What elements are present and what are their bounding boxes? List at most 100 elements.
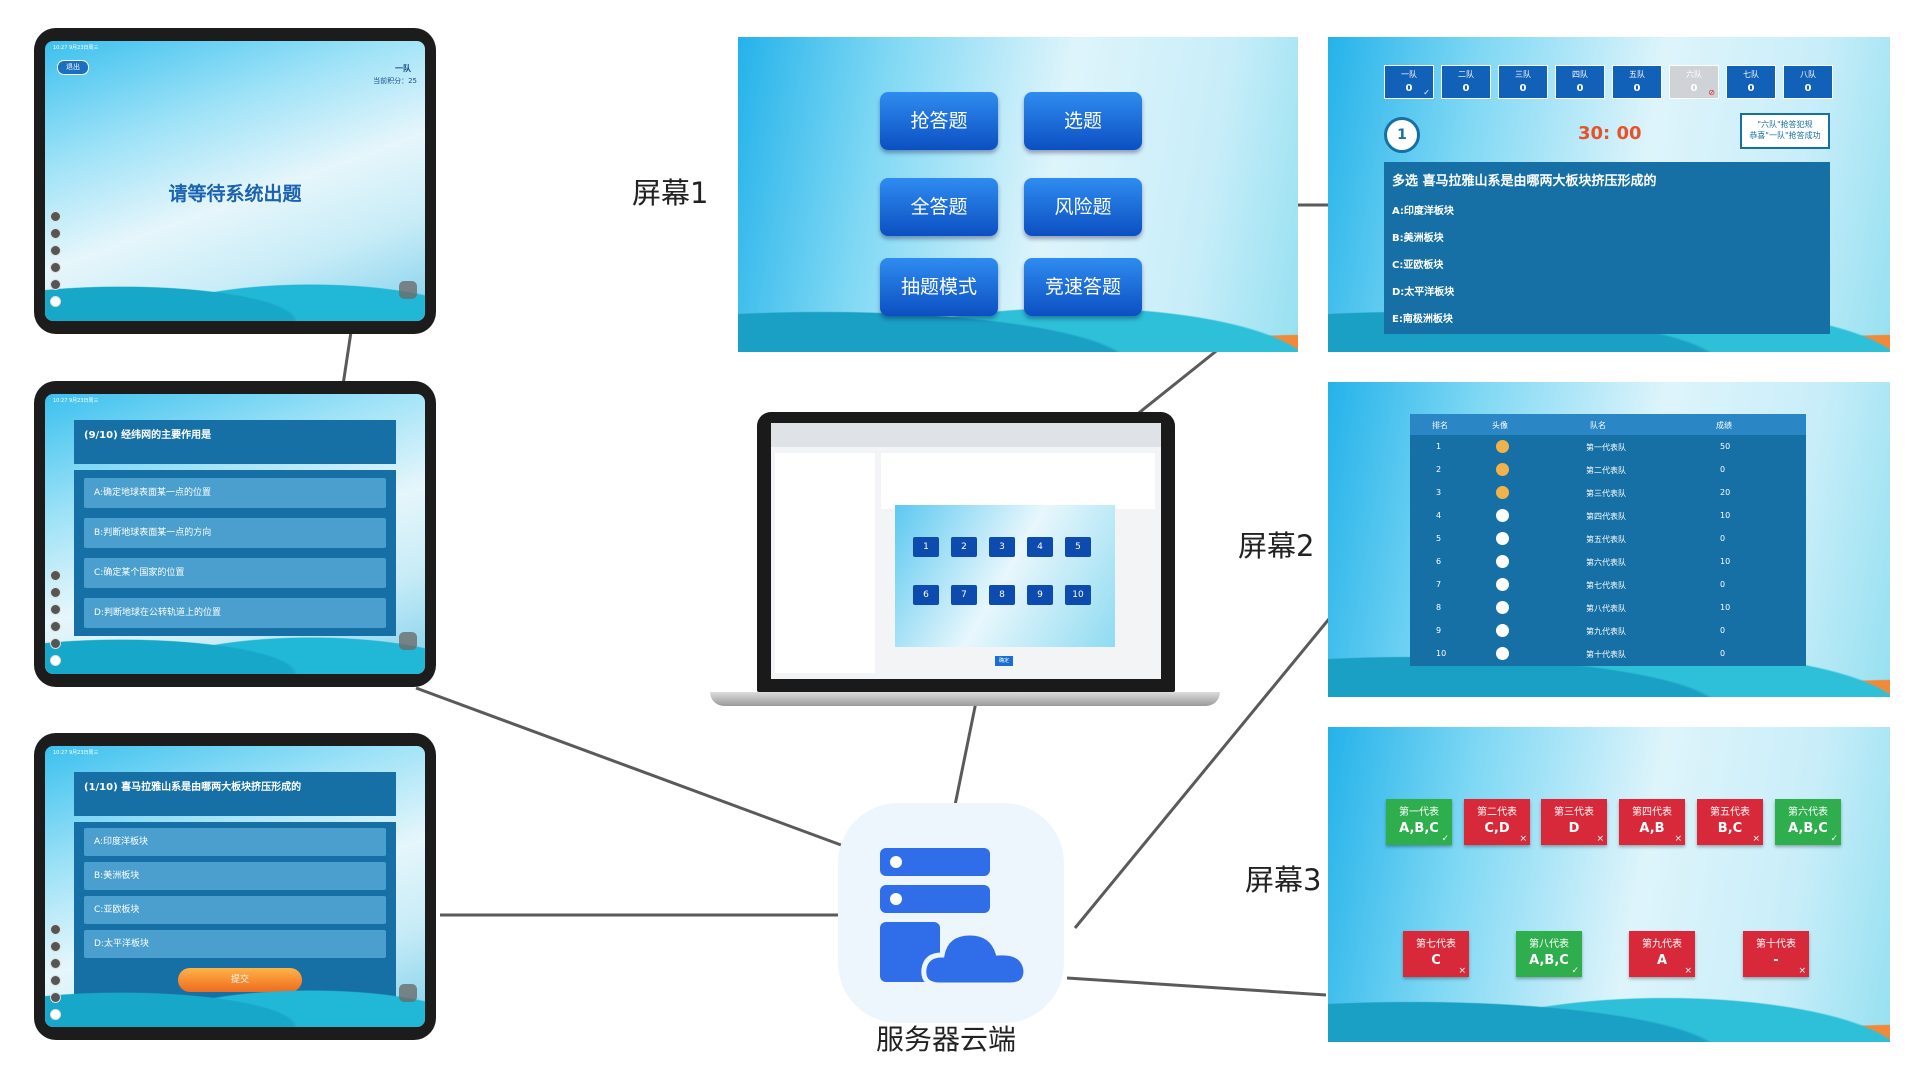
cross-icon: × xyxy=(1458,966,1466,976)
menu-button-all[interactable]: 全答题 xyxy=(880,178,998,236)
line-server-screen2 xyxy=(1073,607,1340,929)
rank-cell: 8 xyxy=(1436,603,1442,612)
notice-line: "六队"抢答犯规 xyxy=(1757,120,1813,129)
side-dot-icon[interactable] xyxy=(50,975,61,986)
option-c[interactable]: C:确定某个国家的位置 xyxy=(84,558,386,588)
option-c[interactable]: C:亚欧板块 xyxy=(84,896,386,924)
side-dot-icon[interactable] xyxy=(50,587,61,598)
team-score: 0 xyxy=(1462,83,1470,94)
score-cell: 0 xyxy=(1720,465,1726,474)
cross-icon: × xyxy=(1684,966,1692,976)
team-name: 三队 xyxy=(1515,70,1531,79)
side-dot-icon[interactable] xyxy=(50,638,61,649)
rank-cell: 4 xyxy=(1436,511,1442,520)
option-b[interactable]: B:美洲板块 xyxy=(84,862,386,890)
cross-icon: × xyxy=(1798,966,1806,976)
tablet-screen: 10:27 9月23日周三 (1/10) 喜马拉雅山系是由哪两大板块挤压形成的 … xyxy=(45,746,425,1027)
side-dot-icon[interactable] xyxy=(50,941,61,952)
number-button[interactable]: 1 xyxy=(913,537,939,557)
option-b[interactable]: B:判断地球表面某一点的方向 xyxy=(84,518,386,548)
avatar xyxy=(1496,624,1509,637)
cross-icon: × xyxy=(1674,834,1682,844)
option-a[interactable]: A:印度洋板块 xyxy=(1392,206,1454,217)
header-team: 队名 xyxy=(1590,421,1606,430)
cross-icon: × xyxy=(1519,834,1527,844)
team-score: 0 xyxy=(1519,83,1527,94)
side-dot-icon[interactable] xyxy=(50,992,61,1003)
tablet-question-9: 10:27 9月23日周三 (9/10) 经纬网的主要作用是 A:确定地球表面某… xyxy=(34,381,436,687)
number-button[interactable]: 9 xyxy=(1027,585,1053,605)
team-score: 0 xyxy=(1576,83,1584,94)
side-dot-icon[interactable] xyxy=(50,604,61,615)
option-a[interactable]: A:印度洋板块 xyxy=(84,828,386,856)
team-name-cell: 第九代表队 xyxy=(1586,627,1626,636)
exit-button[interactable]: 退出 xyxy=(57,60,89,75)
option-a[interactable]: A:确定地球表面某一点的位置 xyxy=(84,478,386,508)
screen3-label: 屏幕3 xyxy=(1245,863,1322,897)
background-hills xyxy=(45,614,425,674)
check-icon: ✓ xyxy=(1571,966,1579,976)
number-button[interactable]: 10 xyxy=(1065,585,1091,605)
menu-button-rush[interactable]: 抢答题 xyxy=(880,92,998,150)
side-dot-icon[interactable] xyxy=(50,1009,61,1020)
side-dot-icon[interactable] xyxy=(50,958,61,969)
side-dot-icon[interactable] xyxy=(50,211,61,222)
team-name: 一队 xyxy=(395,64,411,73)
menu-button-risk[interactable]: 风险题 xyxy=(1024,178,1142,236)
number-button[interactable]: 2 xyxy=(951,537,977,557)
background-hills xyxy=(45,261,425,321)
team-name-cell: 第四代表队 xyxy=(1586,512,1626,521)
avatar xyxy=(1496,555,1509,568)
line-tablet2-server xyxy=(415,686,861,854)
option-d[interactable]: D:太平洋板块 xyxy=(1392,287,1455,298)
rank-cell: 3 xyxy=(1436,488,1442,497)
option-d[interactable]: D:太平洋板块 xyxy=(84,930,386,958)
option-b[interactable]: B:美洲板块 xyxy=(1392,233,1444,244)
assistive-touch-icon[interactable] xyxy=(399,984,417,1002)
check-icon: ✓ xyxy=(1441,834,1449,844)
team-name: 四队 xyxy=(1572,70,1588,79)
option-e[interactable]: E:南极洲板块 xyxy=(1392,314,1453,325)
assistive-touch-icon[interactable] xyxy=(399,632,417,650)
card-answer: - xyxy=(1773,953,1779,968)
number-button[interactable]: 8 xyxy=(989,585,1015,605)
number-button[interactable]: 5 xyxy=(1065,537,1091,557)
side-dot-icon[interactable] xyxy=(50,296,61,307)
side-dot-icon[interactable] xyxy=(50,924,61,935)
tablet-screen: 10:27 9月23日周三 退出 一队 当前积分：25 请等待系统出题 xyxy=(45,41,425,321)
assistive-touch-icon[interactable] xyxy=(399,281,417,299)
number-button[interactable]: 4 xyxy=(1027,537,1053,557)
team-score-box: 三队 0 xyxy=(1498,65,1548,99)
side-dot-icon[interactable] xyxy=(50,279,61,290)
score-cell: 0 xyxy=(1720,649,1726,658)
side-dot-icon[interactable] xyxy=(50,655,61,666)
side-dot-icon[interactable] xyxy=(50,570,61,581)
card-answer: C xyxy=(1431,953,1441,968)
number-button[interactable]: 7 xyxy=(951,585,977,605)
menu-button-draw[interactable]: 抽题模式 xyxy=(880,258,998,316)
server-rack-icon xyxy=(880,848,990,876)
avatar xyxy=(1496,509,1509,522)
side-dot-icon[interactable] xyxy=(50,228,61,239)
team-score: 0 xyxy=(1405,83,1413,94)
confirm-button[interactable]: 确定 xyxy=(995,656,1013,666)
number-button[interactable]: 6 xyxy=(913,585,939,605)
avatar xyxy=(1496,578,1509,591)
side-dot-icon[interactable] xyxy=(50,245,61,256)
menu-button-speed[interactable]: 竞速答题 xyxy=(1024,258,1142,316)
side-dot-icon[interactable] xyxy=(50,262,61,273)
header-rank: 排名 xyxy=(1432,421,1448,430)
number-button[interactable]: 3 xyxy=(989,537,1015,557)
side-dot-icon[interactable] xyxy=(50,621,61,632)
option-c[interactable]: C:亚欧板块 xyxy=(1392,260,1444,271)
menu-button-select[interactable]: 选题 xyxy=(1024,92,1142,150)
